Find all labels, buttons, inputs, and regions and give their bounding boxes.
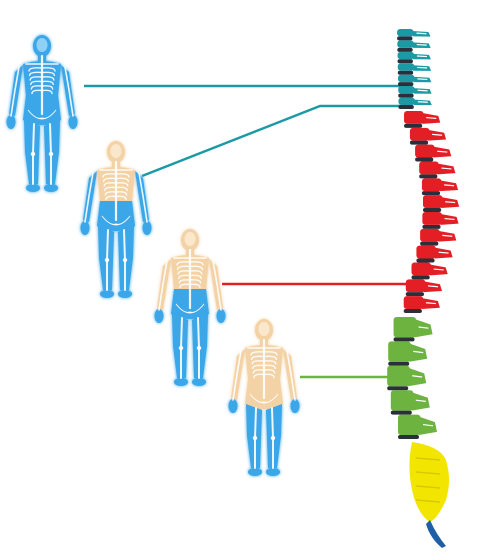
- vertebra: [410, 128, 430, 141]
- spine-lumbar: [387, 317, 437, 439]
- figure-hand-left: [81, 221, 90, 235]
- figure-arm-left: [157, 259, 171, 310]
- intervertebral-disc: [398, 105, 413, 109]
- spine-sacrum: [409, 442, 449, 522]
- intervertebral-disc: [388, 362, 409, 366]
- intervertebral-disc: [397, 36, 412, 40]
- spinous-process: [409, 343, 427, 361]
- intervertebral-disc: [423, 208, 441, 212]
- vertebra: [422, 212, 442, 225]
- figure-arm-left: [9, 65, 23, 116]
- vertebra: [419, 162, 439, 175]
- vertebra: [415, 145, 435, 158]
- vertebra: [423, 195, 443, 208]
- intervertebral-disc: [422, 191, 440, 195]
- intervertebral-disc: [422, 225, 440, 229]
- intervertebral-disc: [394, 337, 415, 341]
- vertebra: [398, 415, 421, 435]
- vertebra: [398, 75, 415, 82]
- figure-arm-right: [209, 259, 223, 310]
- vertebra: [404, 296, 424, 309]
- vertebra: [420, 229, 440, 242]
- intervertebral-disc: [406, 292, 424, 296]
- spinous-process: [412, 392, 430, 410]
- vertebra: [398, 98, 415, 105]
- figure-hand-left: [7, 115, 16, 129]
- spinous-process: [415, 319, 433, 337]
- intervertebral-disc: [416, 259, 434, 263]
- spine-coccyx: [426, 520, 446, 548]
- figure-3: [155, 229, 226, 386]
- intervertebral-disc: [411, 275, 429, 279]
- intervertebral-disc: [397, 48, 412, 52]
- spine-cervical: [397, 29, 432, 109]
- intervertebral-disc: [420, 242, 438, 246]
- figure-hand-left: [155, 309, 164, 323]
- figure-2: [81, 141, 152, 298]
- intervertebral-disc: [410, 141, 428, 145]
- figure-hand-left: [229, 399, 238, 413]
- vertebra: [398, 63, 415, 70]
- figure-hand-right: [143, 221, 152, 235]
- connector-line-2: [142, 106, 412, 176]
- intervertebral-disc: [398, 71, 413, 75]
- vertebra: [394, 317, 417, 337]
- vertebra: [397, 29, 414, 36]
- vertebra: [406, 279, 426, 292]
- spinous-process: [408, 368, 426, 386]
- figure-arm-right: [135, 171, 149, 222]
- intervertebral-disc: [398, 94, 413, 98]
- vertebra: [398, 52, 415, 59]
- spine-thoracic: [404, 111, 459, 313]
- vertebra: [387, 366, 410, 386]
- figure-arm-left: [83, 171, 97, 222]
- intervertebral-disc: [398, 82, 413, 86]
- intervertebral-disc: [404, 309, 422, 313]
- vertebra: [411, 263, 431, 276]
- vertebra: [404, 111, 424, 124]
- vertebra: [388, 341, 411, 361]
- spinous-process: [419, 417, 437, 435]
- figure-arm-right: [61, 65, 75, 116]
- figure-hand-right: [217, 309, 226, 323]
- figure-hand-right: [291, 399, 300, 413]
- sacrum: [409, 442, 449, 522]
- intervertebral-disc: [391, 411, 412, 415]
- body-figures: [7, 35, 300, 476]
- vertebra: [422, 178, 442, 191]
- coccyx: [426, 520, 446, 548]
- intervertebral-disc: [419, 174, 437, 178]
- vertebra: [398, 86, 415, 93]
- figure-hand-right: [69, 115, 78, 129]
- figure-1: [7, 35, 78, 192]
- intervertebral-disc: [415, 158, 433, 162]
- figure-arm-right: [283, 349, 297, 400]
- figure-4: [229, 319, 300, 476]
- vertebra: [391, 390, 414, 410]
- vertebra: [397, 40, 414, 47]
- figure-arm-left: [231, 349, 245, 400]
- intervertebral-disc: [398, 435, 419, 439]
- vertebra: [416, 246, 436, 259]
- intervertebral-disc: [387, 386, 408, 390]
- intervertebral-disc: [398, 59, 413, 63]
- intervertebral-disc: [404, 124, 422, 128]
